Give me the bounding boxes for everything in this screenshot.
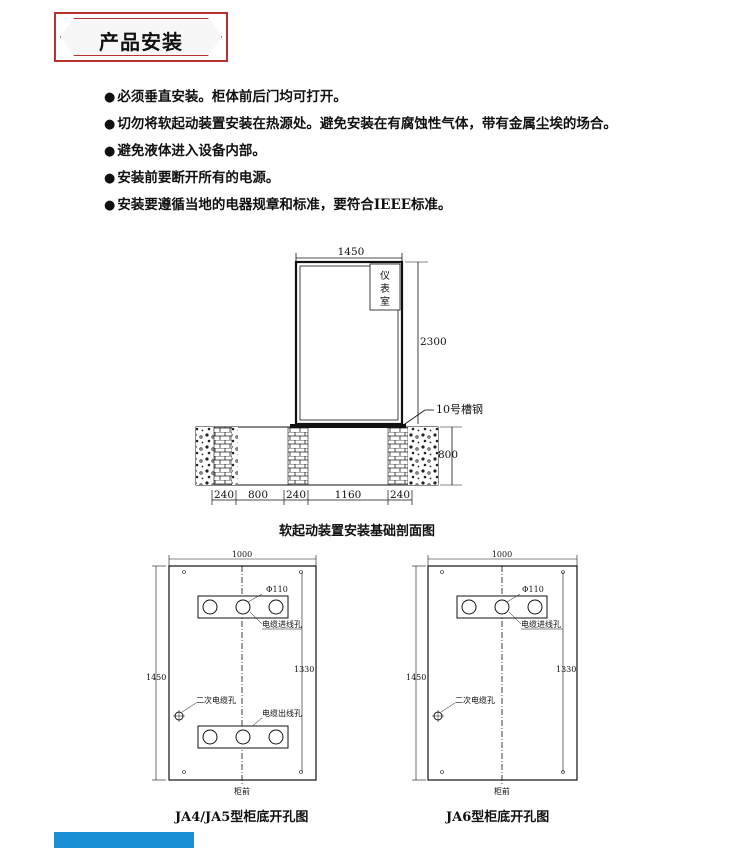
cable-hole — [235, 599, 251, 615]
bullet-item: ●安装前要断开所有的电源。 — [104, 170, 280, 186]
meter-room-char: 室 — [380, 295, 390, 308]
meter-room-char: 仪 — [380, 270, 390, 282]
dim-outer-width: 1000 — [492, 550, 512, 559]
label-hole-diameter: Φ110 — [522, 585, 544, 594]
dim-bottom: 240 — [390, 489, 410, 501]
title-corner — [218, 52, 227, 61]
cable-hole — [461, 599, 477, 615]
dim-inner-height: 1330 — [556, 665, 576, 674]
dim-outer-width: 1000 — [232, 550, 252, 559]
section-title-box: 产品安装 — [54, 12, 228, 62]
cable-hole — [202, 599, 218, 615]
brick-wall — [287, 426, 309, 486]
label-cable-in: 电缆进线孔 — [262, 619, 302, 629]
dim-bottom: 240 — [214, 489, 234, 501]
title-corner — [55, 52, 64, 61]
dim-outer-height: 1450 — [146, 673, 166, 682]
section-title: 产品安装 — [99, 30, 183, 54]
label-hole-diameter: Φ110 — [266, 585, 288, 594]
label-cabinet-front: 柜前 — [234, 786, 250, 796]
gravel-fill — [196, 427, 214, 485]
hole-diagram-ja4-ja5: 1000 880 1450 1330 Φ110 电缆进线孔 — [146, 550, 317, 796]
dim-cabinet-width: 1450 — [338, 246, 365, 258]
title-frame — [60, 18, 222, 56]
footer-accent-bar — [54, 832, 194, 848]
caption-foundation-diagram: 软起动装置安装基础剖面图 — [279, 524, 436, 539]
label-cabinet-front: 柜前 — [494, 786, 510, 796]
label-secondary-cable: 二次电缆孔 — [196, 695, 236, 705]
meter-room-char: 表 — [380, 282, 390, 295]
cable-hole — [494, 599, 510, 615]
brick-wall — [213, 426, 233, 486]
dim-bottom: 1160 — [335, 489, 362, 501]
bullet-item: ●必须垂直安装。柜体前后门均可打开。 — [104, 89, 347, 105]
label-cable-in: 电缆进线孔 — [521, 619, 561, 629]
bullet-item: ●安装要遵循当地的电器规章和标准，要符合IEEE标准。 — [104, 197, 452, 213]
caption-ja6: JA6型柜底开孔图 — [446, 810, 550, 825]
cable-hole — [202, 729, 218, 745]
dim-inner-height: 1330 — [294, 665, 314, 674]
caption-ja4-ja5: JA4/JA5型柜底开孔图 — [175, 810, 309, 825]
title-corner — [218, 13, 227, 22]
dim-bottom: 800 — [248, 489, 268, 501]
cable-hole — [268, 729, 284, 745]
cable-hole — [235, 729, 251, 745]
gravel-fill — [408, 427, 438, 485]
dim-foundation-depth: 800 — [438, 449, 458, 461]
bullet-item: ●切勿将软起动装置安装在热源处。避免安装在有腐蚀性气体，带有金属尘埃的场合。 — [104, 116, 617, 132]
brick-wall — [387, 426, 409, 486]
dim-outer-height: 1450 — [406, 673, 426, 682]
dim-bottom: 240 — [286, 489, 306, 501]
foundation-section-diagram: 1450 仪 表 室 2300 10号槽钢 800 — [195, 246, 483, 505]
label-cable-out: 电缆出线孔 — [262, 708, 302, 718]
meter-room-box — [369, 263, 401, 311]
title-corner — [55, 13, 64, 22]
hole-diagram-ja6: 1000 880 1450 1330 Φ110 电缆进线孔 二次电缆孔 柜前 — [406, 550, 578, 796]
label-secondary-cable: 二次电缆孔 — [455, 695, 495, 705]
bullet-item: ●避免液体进入设备内部。 — [104, 143, 266, 159]
cable-hole — [268, 599, 284, 615]
dim-cabinet-height: 2300 — [420, 336, 447, 348]
cable-hole — [527, 599, 543, 615]
label-channel-steel: 10号槽钢 — [436, 403, 483, 416]
install-requirements-list: ●必须垂直安装。柜体前后门均可打开。 ●切勿将软起动装置安装在热源处。避免安装在… — [68, 84, 688, 219]
